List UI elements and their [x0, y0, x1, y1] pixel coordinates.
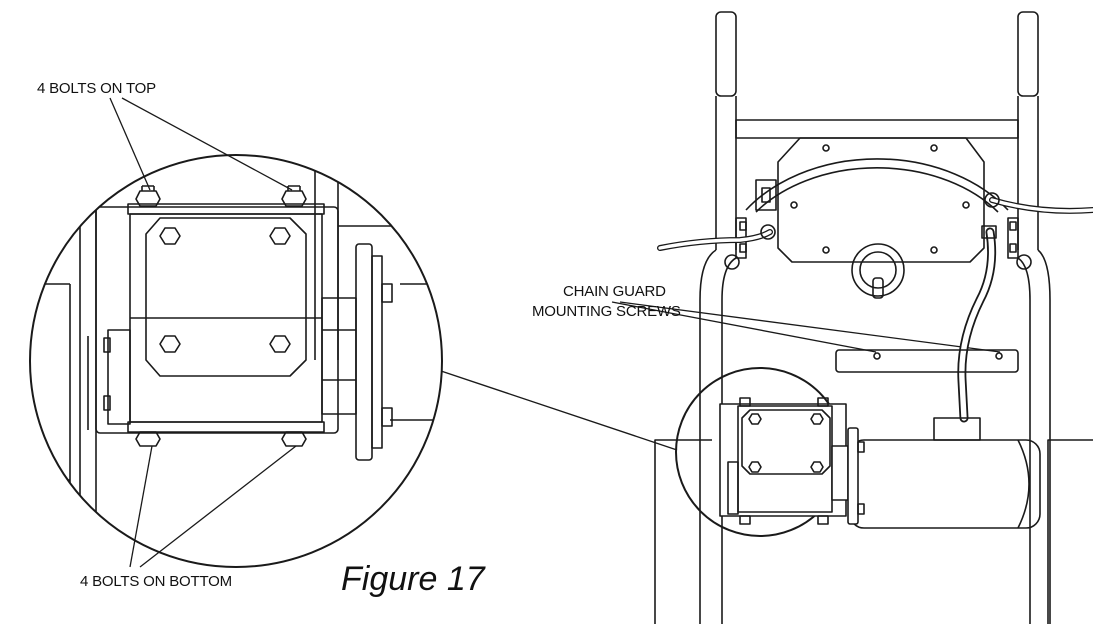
round-screw-icon — [822, 144, 830, 152]
hexagon-bolt-icon — [281, 190, 307, 207]
hexagon-bolt-icon — [159, 335, 181, 353]
round-screw-icon — [873, 352, 881, 360]
toggle-switch — [755, 179, 777, 211]
right-wheel — [1047, 439, 1093, 624]
hexagon-bolt-icon — [159, 227, 181, 245]
callout-lines — [109, 97, 1001, 568]
left-wheel — [654, 439, 712, 624]
hexagon-bolt-icon — [281, 431, 307, 447]
round-screw-icon — [790, 201, 798, 209]
key-switch — [851, 243, 905, 297]
figure-caption: Figure 17 — [341, 560, 485, 598]
hose — [957, 227, 997, 423]
magnifier-leader-line — [440, 370, 678, 451]
callout-bottom-bolts: 4 BOLTS ON BOTTOM — [80, 573, 232, 590]
round-screw-icon — [930, 144, 938, 152]
callout-top-bolts: 4 BOLTS ON TOP — [37, 80, 156, 97]
magnifier-circle — [29, 154, 443, 568]
round-screw-icon — [995, 352, 1003, 360]
magnified-detail — [29, 154, 443, 568]
hexagon-bolt-icon — [269, 227, 291, 245]
round-screw-icon — [822, 246, 830, 254]
right-handle-grip — [1017, 11, 1039, 97]
hexagon-bolt-icon — [269, 335, 291, 353]
round-screw-icon — [930, 246, 938, 254]
callout-chain-guard-line1: CHAIN GUARD — [563, 283, 666, 300]
round-screw-icon — [962, 201, 970, 209]
callout-chain-guard-line2: MOUNTING SCREWS — [532, 303, 681, 320]
left-handle-grip — [715, 11, 737, 97]
hexagon-bolt-icon — [135, 190, 161, 207]
tank — [849, 439, 1041, 529]
hexagon-bolt-icon — [135, 431, 161, 447]
machine-overview — [654, 11, 1093, 624]
chain-guard — [835, 349, 1019, 373]
control-panel — [777, 137, 985, 263]
